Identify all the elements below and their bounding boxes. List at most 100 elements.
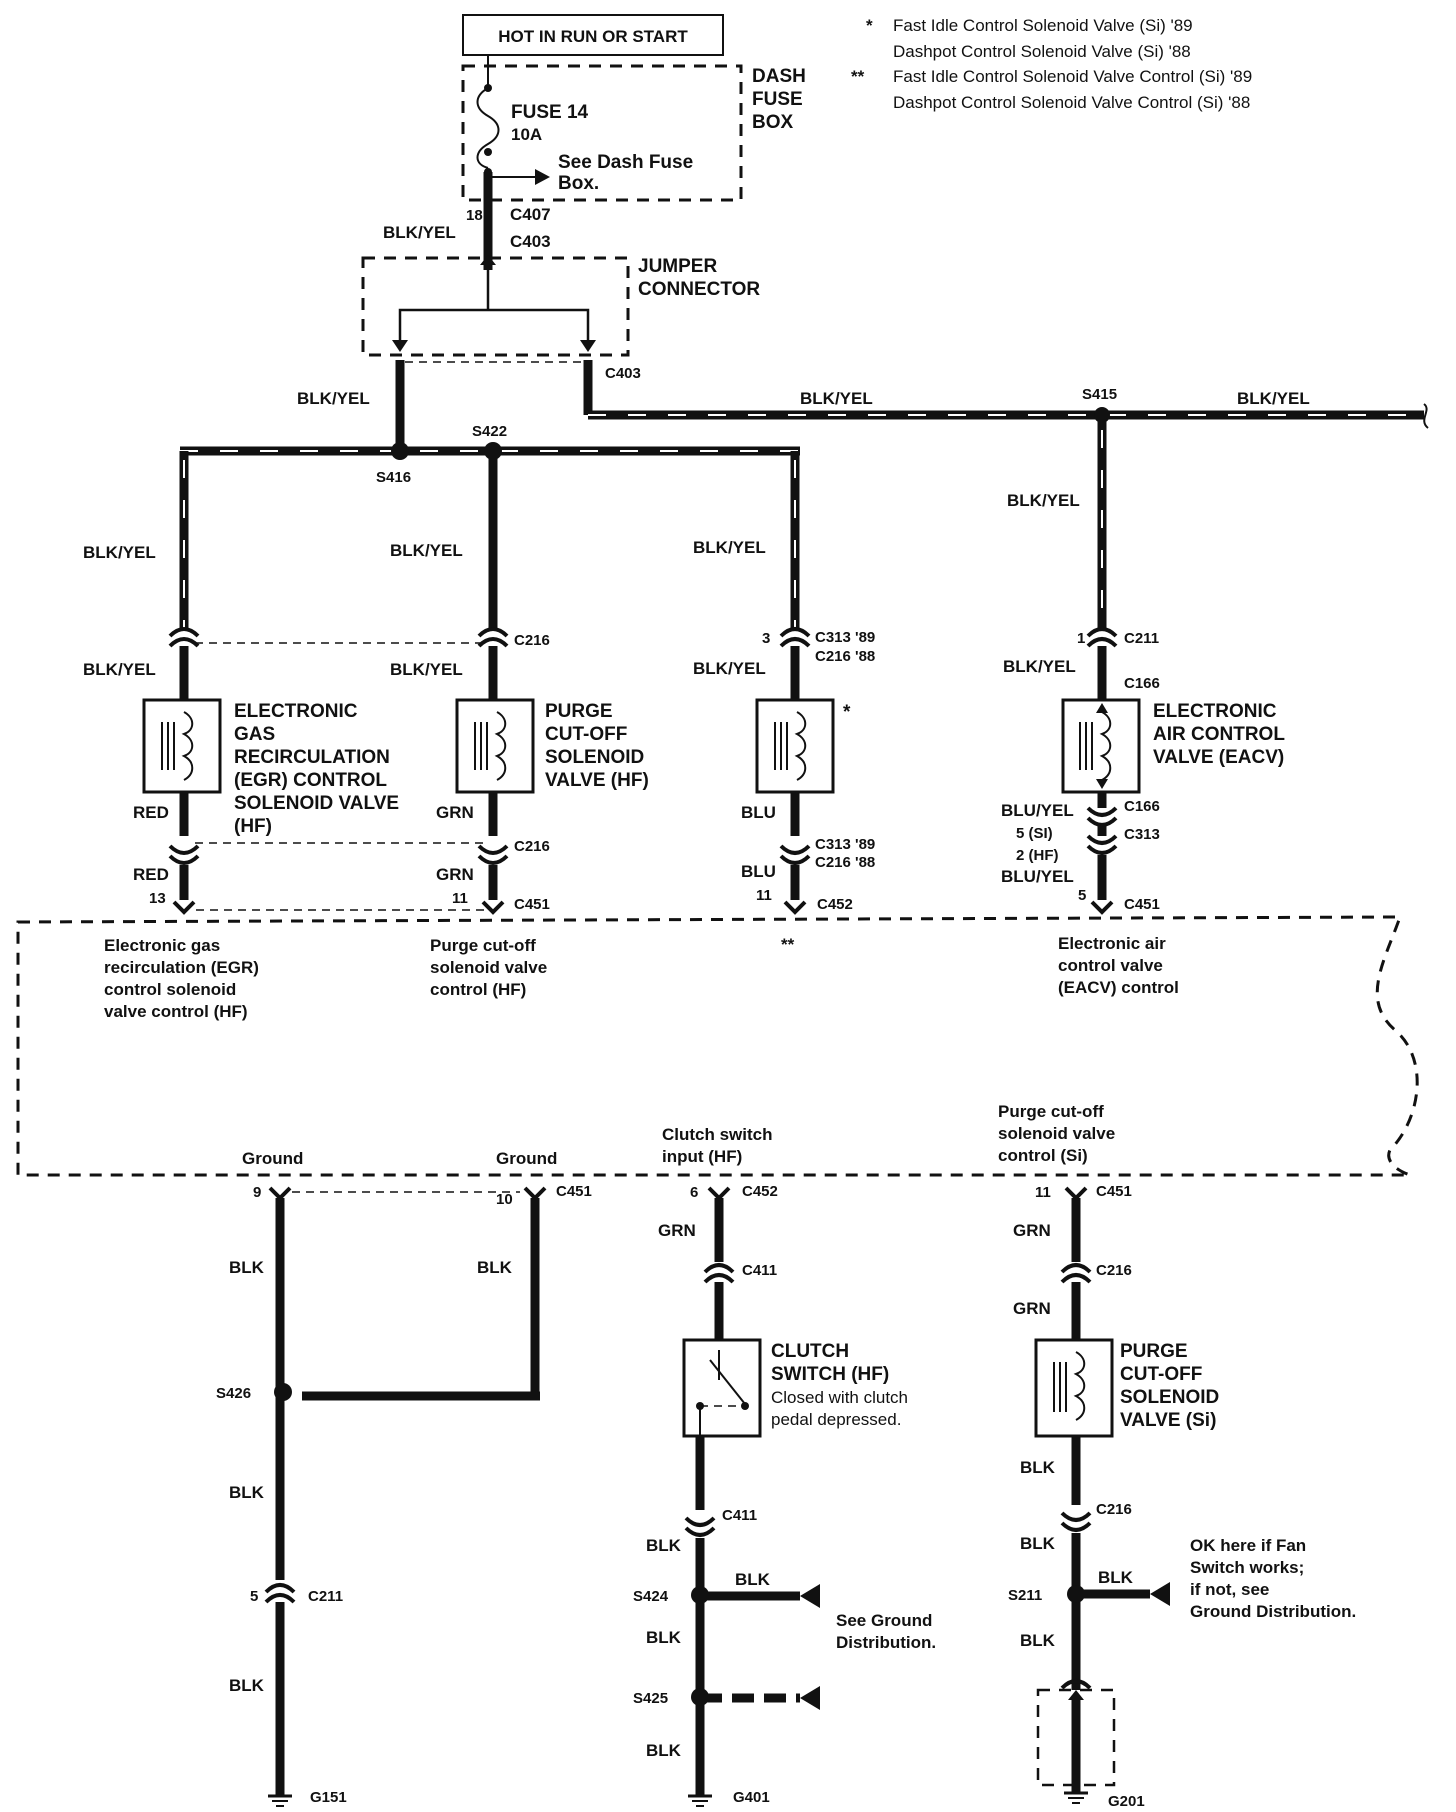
fuse-rating: 10A [511,125,542,144]
gnd-wire-blk-1: BLK [229,1258,265,1277]
purge-si-c451: C451 [1096,1183,1132,1200]
purge-hf-label-1: PURGE [545,701,613,722]
eacv-c313: C313 [1124,826,1160,843]
star-pin-11: 11 [756,887,772,904]
power-label: HOT IN RUN OR START [498,27,688,46]
clutch-wire-grn: GRN [658,1221,696,1240]
see-dash-fuse-1: See Dash Fuse [558,152,693,173]
fuse-terminal-bottom [484,148,492,156]
ok-note-2: Switch works; [1190,1558,1304,1577]
gnd-pin-10: 10 [496,1191,513,1208]
fuse-box-title-2: FUSE [752,89,803,110]
note-2-line-2: Dashpot Control Solenoid Valve Control (… [893,93,1250,112]
egr-wire-red-1: RED [133,803,169,822]
ecu-purge-1: Purge cut-off [430,936,536,955]
jumper-connector-outline [361,256,630,357]
purge-hf-c216-bottom: C216 [514,838,550,855]
egr-wire-color-1: BLK/YEL [83,543,156,562]
clutch-s424-blk: BLK [735,1570,771,1589]
splice-s416-label: S416 [376,469,411,486]
eacv-wire-bluyel-1: BLU/YEL [1001,801,1074,820]
ecu-eacv-1: Electronic air [1058,934,1166,953]
egr-label-6: (HF) [234,816,272,837]
purge-hf-label-4: VALVE (HF) [545,770,649,791]
clutch-label-2: SWITCH (HF) [771,1364,889,1385]
ground-g201: G201 [1108,1793,1145,1810]
gnd-wire-blk-2: BLK [477,1258,513,1277]
eacv-c211: C211 [1124,630,1159,647]
star-c216-88-b: C216 '88 [815,854,875,871]
gnd-pin-9: 9 [253,1184,261,1201]
star-solenoid-box [755,698,835,794]
gnd-wire-blk-4: BLK [229,1676,265,1695]
star-component-marker: * [843,702,851,723]
clutch-pin-6: 6 [690,1184,698,1201]
eacv-pin-5si: 5 (SI) [1016,825,1053,842]
clutch-wire-blk-3: BLK [646,1741,682,1760]
egr-label-1: ELECTRONIC [234,701,358,722]
purge-si-s211-blk: BLK [1098,1568,1134,1587]
note-2-marker: ** [851,67,865,86]
star-c452: C452 [817,896,853,913]
note-2-line-1: Fast Idle Control Solenoid Valve Control… [893,67,1252,86]
jumper-connector-label-1: JUMPER [638,256,717,277]
connector-c403-top: C403 [510,232,551,251]
ecu-egr-1: Electronic gas [104,936,220,955]
egr-label-3: RECIRCULATION [234,747,390,768]
eacv-c451: C451 [1124,896,1160,913]
purge-si-wire-grn-2: GRN [1013,1299,1051,1318]
purge-hf-c451: C451 [514,896,550,913]
eacv-pin-1: 1 [1077,630,1085,647]
ecu-purge-si-1: Purge cut-off [998,1102,1104,1121]
ground-dist-arrow-2 [800,1686,820,1710]
ecu-clutch-1: Clutch switch [662,1125,773,1144]
eacv-wire-bluyel-2: BLU/YEL [1001,867,1074,886]
ecu-purge-si-2: solenoid valve [998,1124,1115,1143]
purge-si-label-1: PURGE [1120,1341,1188,1362]
egr-wire-color-2: BLK/YEL [83,660,156,679]
ecu-eacv-2: control valve [1058,956,1163,975]
star-c313-89: C313 '89 [815,629,875,646]
egr-pin-13: 13 [149,890,166,907]
purge-hf-pin-11: 11 [452,890,468,907]
eacv-box [1061,698,1141,794]
eacv-wire-color-1: BLK/YEL [1007,491,1080,510]
gnd-pin-5: 5 [250,1588,258,1605]
splice-s425-label: S425 [633,1690,668,1707]
star-pin-3: 3 [762,630,770,647]
see-ground-1: See Ground [836,1611,932,1630]
see-arrow-head [535,169,550,185]
ground-g151: G151 [310,1789,347,1806]
ok-note-1: OK here if Fan [1190,1536,1306,1555]
purge-si-pin-11: 11 [1035,1184,1051,1201]
eacv-label-1: ELECTRONIC [1153,701,1277,722]
fuse-name: FUSE 14 [511,102,589,123]
clutch-switch-box [682,1338,762,1438]
purge-si-label-2: CUT-OFF [1120,1364,1202,1385]
clutch-note-1: Closed with clutch [771,1388,908,1407]
star-c313-89-b: C313 '89 [815,836,875,853]
purge-hf-wire-color-1: BLK/YEL [390,541,463,560]
fuse-symbol [476,87,500,169]
fan-switch-arrow [1150,1582,1170,1606]
ecu-egr-2: recirculation (EGR) [104,958,259,977]
splice-s426 [274,1383,292,1401]
note-1-line-2: Dashpot Control Solenoid Valve (Si) '88 [893,42,1191,61]
purge-hf-wire-grn-1: GRN [436,803,474,822]
eacv-c166-top: C166 [1124,675,1160,692]
ok-note-3: if not, see [1190,1580,1269,1599]
ecu-purge-2: solenoid valve [430,958,547,977]
splice-s426-label: S426 [216,1385,251,1402]
eacv-c166-bottom: C166 [1124,798,1160,815]
purge-si-wire-blk-2: BLK [1020,1534,1056,1553]
purge-si-label-3: SOLENOID [1120,1387,1219,1408]
power-label-box [462,14,724,56]
purge-si-c216-top: C216 [1096,1262,1132,1279]
connector-c403-bottom: C403 [605,365,641,382]
purge-si-solenoid-box [1034,1338,1114,1438]
clutch-label-1: CLUTCH [771,1341,849,1362]
purge-si-label-4: VALVE (Si) [1120,1410,1216,1431]
clutch-c452: C452 [742,1183,778,1200]
egr-label-5: SOLENOID VALVE [234,793,399,814]
